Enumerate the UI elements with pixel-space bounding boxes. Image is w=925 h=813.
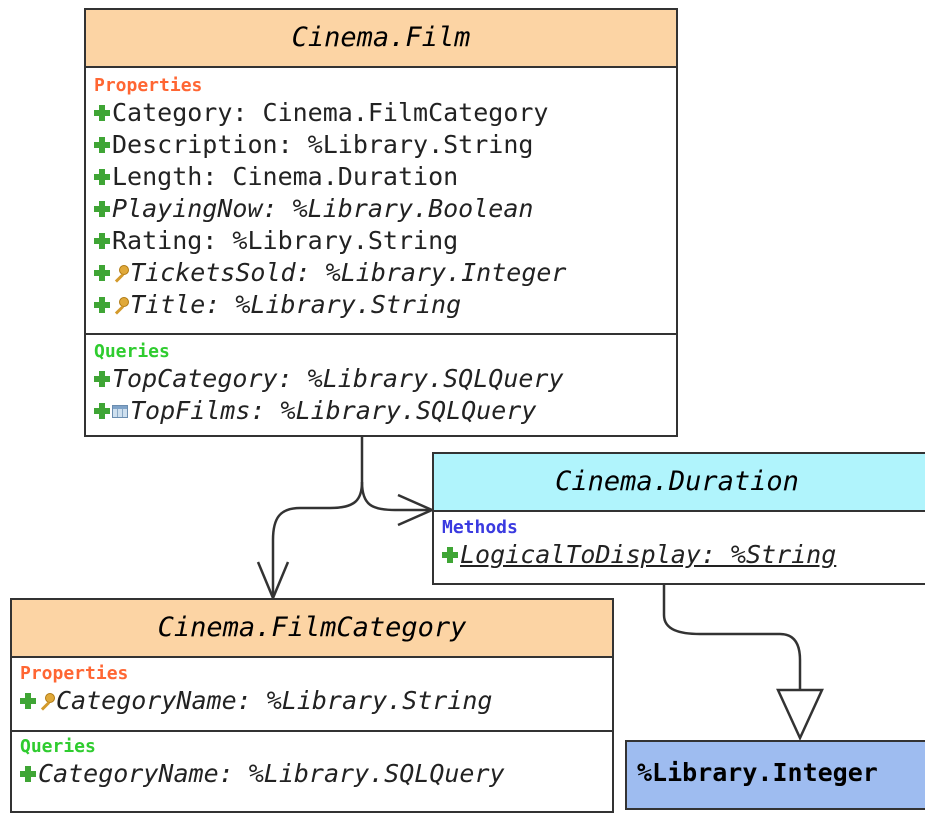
class-header: Cinema.FilmCategory [12, 600, 612, 658]
property-item-text: PlayingNow: %Library.Boolean [112, 194, 534, 223]
methods-section: Methods LogicalToDisplay: %String [434, 512, 925, 571]
table-icon [112, 404, 128, 418]
properties-section: Properties Category: Cinema.FilmCategory… [86, 68, 676, 333]
method-item[interactable]: LogicalToDisplay: %String [442, 539, 925, 571]
plus-icon [94, 137, 110, 153]
property-item-text: TicketsSold: %Library.Integer [130, 258, 567, 287]
query-item[interactable]: TopCategory: %Library.SQLQuery [94, 363, 676, 395]
plus-icon [94, 233, 110, 249]
plus-icon [94, 265, 110, 281]
property-item[interactable]: Category: Cinema.FilmCategory [94, 97, 676, 129]
plus-icon [94, 403, 110, 419]
plus-icon [20, 693, 36, 709]
property-item[interactable]: TicketsSold: %Library.Integer [94, 257, 676, 289]
class-header: %Library.Integer [637, 758, 878, 787]
plus-icon [94, 201, 110, 217]
property-item-text: Rating: %Library.String [112, 226, 459, 255]
property-item[interactable]: Description: %Library.String [94, 129, 676, 161]
property-item-text: Description: %Library.String [112, 130, 534, 159]
property-item[interactable]: PlayingNow: %Library.Boolean [94, 193, 676, 225]
plus-icon [94, 297, 110, 313]
plus-icon [442, 547, 458, 563]
inheritance-line [662, 585, 802, 690]
query-item-text: TopFilms: %Library.SQLQuery [130, 396, 537, 425]
class-header: Cinema.Duration [434, 454, 925, 512]
property-item-text: Length: Cinema.Duration [112, 162, 459, 191]
plus-icon [94, 371, 110, 387]
key-icon [38, 693, 55, 709]
class-cinema-duration[interactable]: Cinema.Duration Methods LogicalToDisplay… [432, 452, 925, 585]
association-line-duration [360, 481, 432, 512]
query-item-text: CategoryName: %Library.SQLQuery [38, 759, 505, 788]
plus-icon [94, 169, 110, 185]
class-cinema-film[interactable]: Cinema.Film Properties Category: Cinema.… [84, 8, 678, 437]
query-item-text: TopCategory: %Library.SQLQuery [112, 364, 564, 393]
queries-section: Queries CategoryName: %Library.SQLQuery [12, 730, 612, 790]
property-item[interactable]: Length: Cinema.Duration [94, 161, 676, 193]
property-item[interactable]: CategoryName: %Library.String [20, 685, 612, 717]
inheritance-triangle [776, 688, 824, 742]
property-item-text: Category: Cinema.FilmCategory [112, 98, 549, 127]
key-icon [112, 297, 129, 313]
plus-icon [20, 766, 36, 782]
queries-label: Queries [20, 736, 96, 757]
class-library-integer[interactable]: %Library.Integer [625, 740, 925, 810]
queries-label: Queries [94, 341, 170, 362]
query-item[interactable]: CategoryName: %Library.SQLQuery [20, 758, 612, 790]
association-line-film [271, 437, 364, 598]
class-header: Cinema.Film [86, 10, 676, 68]
property-item-text: Title: %Library.String [130, 290, 462, 319]
key-icon [112, 265, 129, 281]
class-cinema-filmcategory[interactable]: Cinema.FilmCategory Properties CategoryN… [10, 598, 614, 813]
method-item-text: LogicalToDisplay: %String [460, 540, 837, 569]
property-item[interactable]: Title: %Library.String [94, 289, 676, 321]
properties-label: Properties [94, 75, 203, 96]
property-item[interactable]: Rating: %Library.String [94, 225, 676, 257]
plus-icon [94, 105, 110, 121]
methods-label: Methods [442, 517, 518, 538]
properties-label: Properties [20, 663, 129, 684]
properties-section: Properties CategoryName: %Library.String [12, 658, 612, 730]
property-item-text: CategoryName: %Library.String [56, 686, 493, 715]
query-item[interactable]: TopFilms: %Library.SQLQuery [94, 395, 676, 427]
